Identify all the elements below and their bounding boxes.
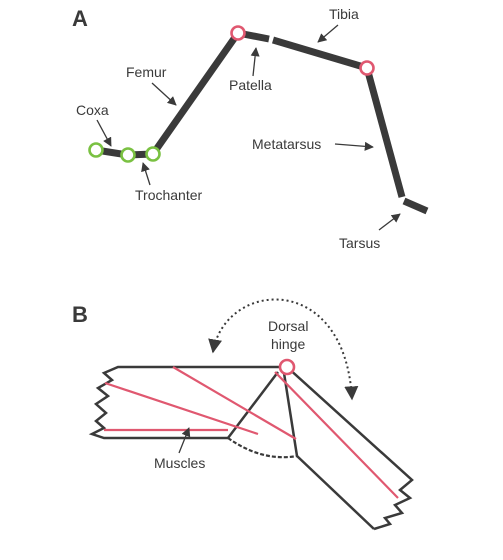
proximal-segment-outline [88,365,287,440]
distal-segment-lower-outline [296,455,375,530]
trochanter-label: Trochanter [135,187,203,203]
dorsal-label: Dorsal [268,318,308,334]
metatarsus-segment [363,67,406,198]
leg-segments [95,29,429,215]
tibia-segment [272,36,368,72]
tarsus-segment [402,197,429,215]
femur-arrow [151,82,177,106]
metatarsus-label: Metatarsus [252,136,321,152]
metatarsus-arrow [334,141,374,151]
patella-label: Patella [229,77,272,93]
dorsal-hinge-joint [278,358,296,376]
distal-segment-upper-outline [286,366,414,531]
patella-arrow [250,47,260,77]
muscles-label: Muscles [154,455,205,471]
tibia-arrow [317,24,339,43]
joint-membrane-right [282,372,299,457]
femur-patella-joint [230,25,246,41]
tibia-label: Tibia [329,6,359,22]
trochanter-arrow [141,162,151,186]
muscle-line [104,381,259,436]
joint-membrane-left [227,371,279,439]
ventral-arthrodial-membrane [227,437,298,459]
panel-b-letter: B [72,302,88,327]
muscles-arrow [178,427,191,454]
coxa-label: Coxa [76,102,109,118]
tarsus-label: Tarsus [339,235,380,251]
trochanter-joint-1 [120,147,136,163]
tibia-metatarsus-joint [359,60,375,76]
coxa-joint [88,142,104,158]
muscles [104,366,399,499]
coxa-arrow [96,119,112,147]
muscle-line [172,366,297,440]
tarsus-arrow [378,213,401,231]
femur-label: Femur [126,64,167,80]
rotation-arc-arrow [208,298,359,401]
femur-segment [150,30,241,157]
hinge-label: hinge [271,336,305,352]
trochanter-joint-2 [145,146,161,162]
panel-a-letter: A [72,6,88,31]
